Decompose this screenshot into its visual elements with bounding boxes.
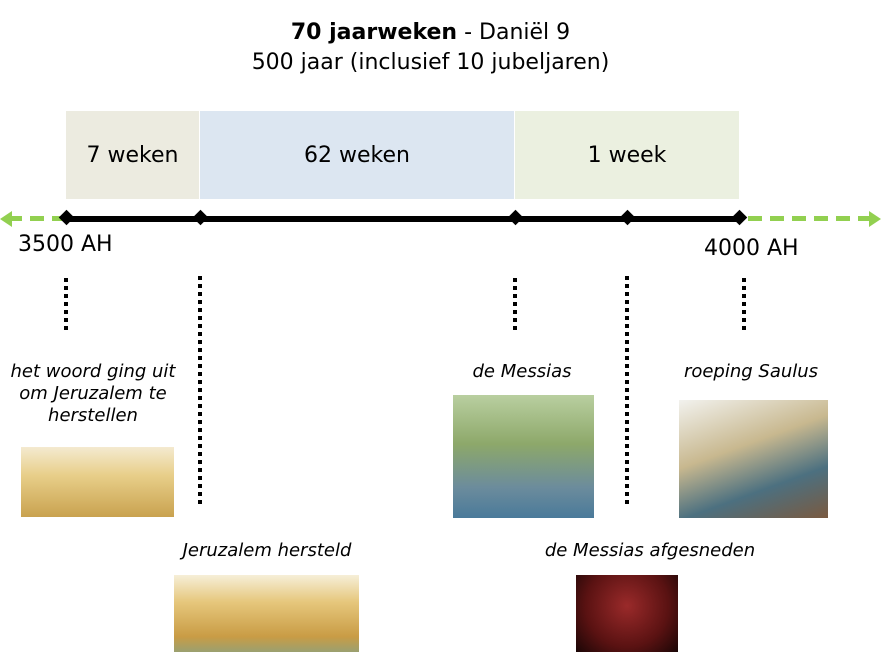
dotted-connector	[513, 278, 517, 334]
caption-cut-off: de Messias afgesneden	[544, 540, 756, 561]
ruins-image	[21, 447, 174, 517]
caption-saul: roeping Saulus	[683, 361, 819, 382]
dotted-connector	[625, 276, 629, 508]
period-7-weken: 7 weken	[66, 111, 199, 199]
crucifixion-hand-image	[576, 575, 678, 652]
period-1-week: 1 week	[515, 111, 739, 199]
baptism-image	[453, 395, 594, 518]
subtitle: 500 jaar (inclusief 10 jubeljaren)	[251, 50, 610, 75]
saul-image	[679, 400, 828, 518]
timeline-marker	[731, 209, 748, 226]
timeline-marker	[58, 209, 75, 226]
caption-decree: het woord ging uit om Jeruzalem te herst…	[10, 361, 176, 426]
start-label: 3500 AH	[18, 232, 113, 257]
right-dashed-arrow	[748, 216, 870, 221]
timeline-marker	[619, 209, 636, 226]
city-wall-image	[174, 575, 359, 652]
timeline-marker	[507, 209, 524, 226]
left-arrow-icon	[0, 211, 12, 227]
title-rest: - Daniël 9	[457, 20, 571, 45]
dotted-connector	[742, 278, 746, 334]
title: 70 jaarweken - Daniël 9	[0, 20, 861, 45]
right-arrow-icon	[869, 211, 881, 227]
dotted-connector	[198, 276, 202, 508]
title-bold: 70 jaarweken	[290, 20, 458, 45]
left-dashed-arrow	[8, 216, 64, 221]
caption-messiah: de Messias	[472, 361, 572, 382]
timeline-marker	[192, 209, 209, 226]
end-label: 4000 AH	[704, 236, 799, 261]
caption-restored: Jeruzalem hersteld	[182, 540, 352, 561]
period-62-weken: 62 weken	[200, 111, 514, 199]
dotted-connector	[64, 278, 68, 334]
timeline-line	[66, 216, 739, 222]
